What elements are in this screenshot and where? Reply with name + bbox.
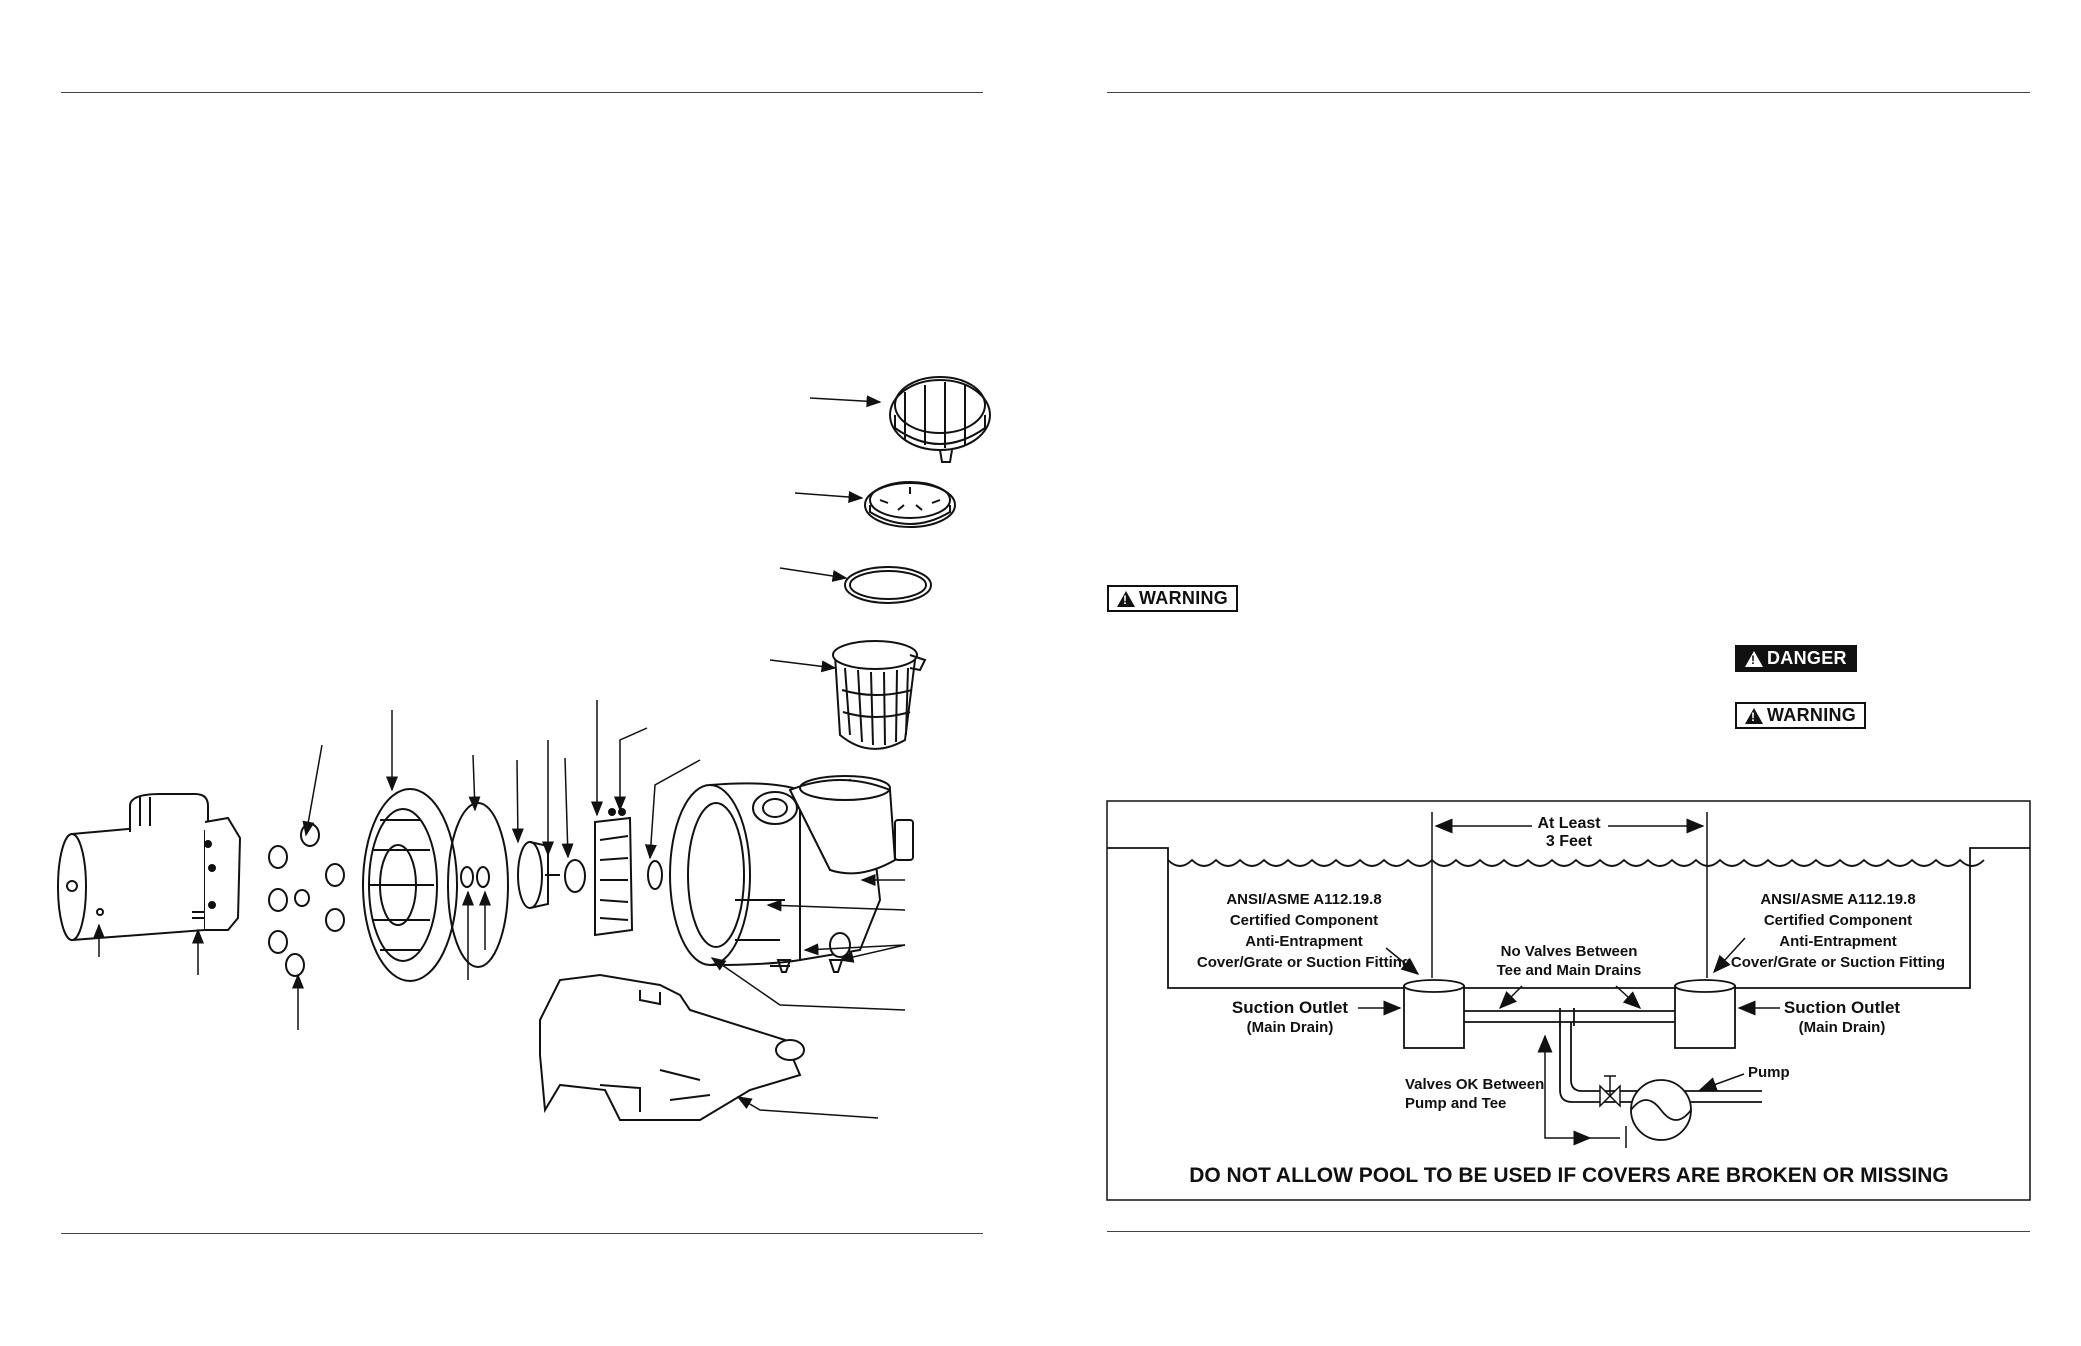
alert-triangle-icon (1117, 590, 1135, 607)
main-drains (1403, 979, 1736, 1049)
distance-label-line2: 3 Feet (1546, 833, 1593, 850)
svg-text:ANSI/ASME A112.19.8: ANSI/ASME A112.19.8 (1226, 891, 1381, 908)
valves-ok-line1: Valves OK Between (1405, 1076, 1544, 1093)
motor-bolts (268, 823, 345, 977)
svg-text:Cover/Grate or Suction Fitting: Cover/Grate or Suction Fitting (1731, 954, 1945, 971)
svg-text:Cover/Grate or Suction Fitting: Cover/Grate or Suction Fitting (1197, 954, 1411, 971)
valves-ok-line2: Pump and Tee (1405, 1095, 1506, 1112)
drain-plug-part (776, 959, 792, 973)
warning-badge-label: WARNING (1767, 705, 1857, 725)
pool-outline (1107, 847, 2030, 989)
footer-warning: DO NOT ALLOW POOL TO BE USED IF COVERS A… (1189, 1164, 1949, 1187)
left-standard-label: ANSI/ASME A112.19.8 Certified Component … (1197, 891, 1411, 971)
right-outlet-sub: (Main Drain) (1799, 1019, 1886, 1036)
pump-label: Pump (1748, 1064, 1790, 1081)
right-standard-label: ANSI/ASME A112.19.8 Certified Component … (1731, 891, 1945, 971)
warning-badge-label: WARNING (1139, 588, 1229, 608)
left-outlet-sub: (Main Drain) (1247, 1019, 1334, 1036)
right-outlet-title: Suction Outlet (1784, 998, 1901, 1017)
bottom-rule-left (61, 1233, 983, 1234)
pump-base-part (539, 973, 805, 1121)
top-rule-right (1107, 92, 2030, 93)
callout-arrows (93, 395, 906, 1119)
diagram-frame (1106, 800, 2031, 1201)
pump-housing-part (669, 775, 914, 967)
strainer-basket-part (832, 640, 927, 750)
warning-badge-left: WARNING (1107, 585, 1239, 612)
seal-plate-part (362, 788, 458, 982)
lid-oring-part (844, 566, 932, 604)
danger-badge: DANGER (1735, 645, 1857, 672)
distance-label-line1: At Least (1537, 815, 1601, 832)
alert-triangle-icon (1745, 707, 1763, 724)
warning-badge-right: WARNING (1735, 702, 1867, 729)
alert-triangle-icon (1745, 650, 1763, 667)
svg-text:ANSI/ASME A112.19.8: ANSI/ASME A112.19.8 (1760, 891, 1915, 908)
exploded-pump-diagram (57, 376, 991, 1121)
impeller-part (594, 808, 634, 937)
svg-text:Certified Component: Certified Component (1230, 912, 1378, 929)
bottom-rule-right (1107, 1231, 2030, 1232)
danger-badge-label: DANGER (1767, 648, 1847, 668)
svg-text:Anti-Entrapment: Anti-Entrapment (1245, 933, 1363, 950)
valve-icon (1599, 1075, 1621, 1108)
shaft-seal-part (460, 866, 474, 888)
right-page (1040, 0, 2081, 1346)
lid-ring-part (889, 376, 991, 463)
no-valves-line2: Tee and Main Drains (1497, 962, 1642, 979)
left-page (0, 0, 1040, 1346)
svg-text:Certified Component: Certified Component (1764, 912, 1912, 929)
lid-part (864, 481, 956, 528)
motor-part (57, 793, 242, 942)
no-valves-line1: No Valves Between (1501, 943, 1638, 960)
pump-icon (1630, 1079, 1692, 1141)
left-outlet-title: Suction Outlet (1232, 998, 1349, 1017)
top-rule-left (61, 92, 983, 93)
distance-markers (1431, 812, 1708, 978)
svg-text:Anti-Entrapment: Anti-Entrapment (1779, 933, 1897, 950)
